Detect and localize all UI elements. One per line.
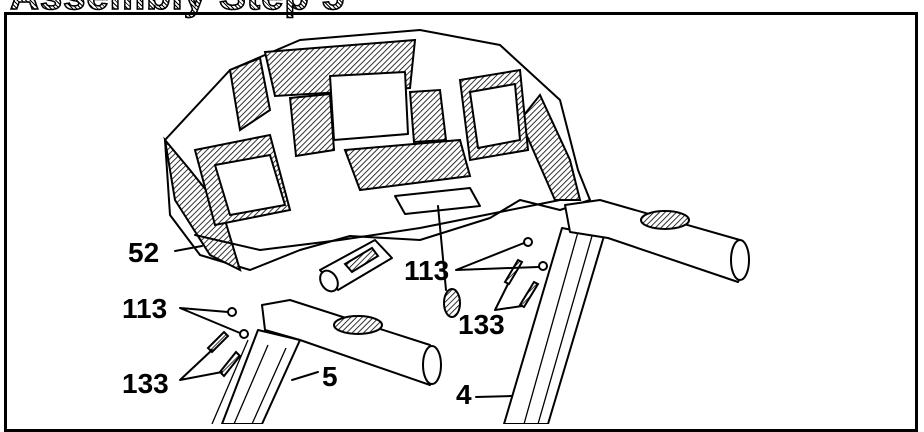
- left-upright: [211, 329, 301, 424]
- right-upright: [503, 227, 605, 424]
- callout-133-right: 133: [458, 309, 505, 340]
- callout-52: 52: [128, 237, 159, 268]
- left-handlebar: [261, 299, 442, 386]
- console: [163, 29, 591, 293]
- cable-connector: [437, 205, 461, 318]
- right-fasteners: [503, 237, 548, 309]
- leader-lines: [174, 242, 539, 398]
- callout-133-left: 133: [122, 368, 169, 399]
- right-handlebar: [564, 199, 750, 283]
- callout-113-left: 113: [122, 293, 167, 324]
- callout-5: 5: [322, 361, 338, 392]
- left-fasteners: [206, 307, 249, 378]
- callout-4: 4: [456, 379, 472, 410]
- callout-113-right: 113: [404, 255, 449, 286]
